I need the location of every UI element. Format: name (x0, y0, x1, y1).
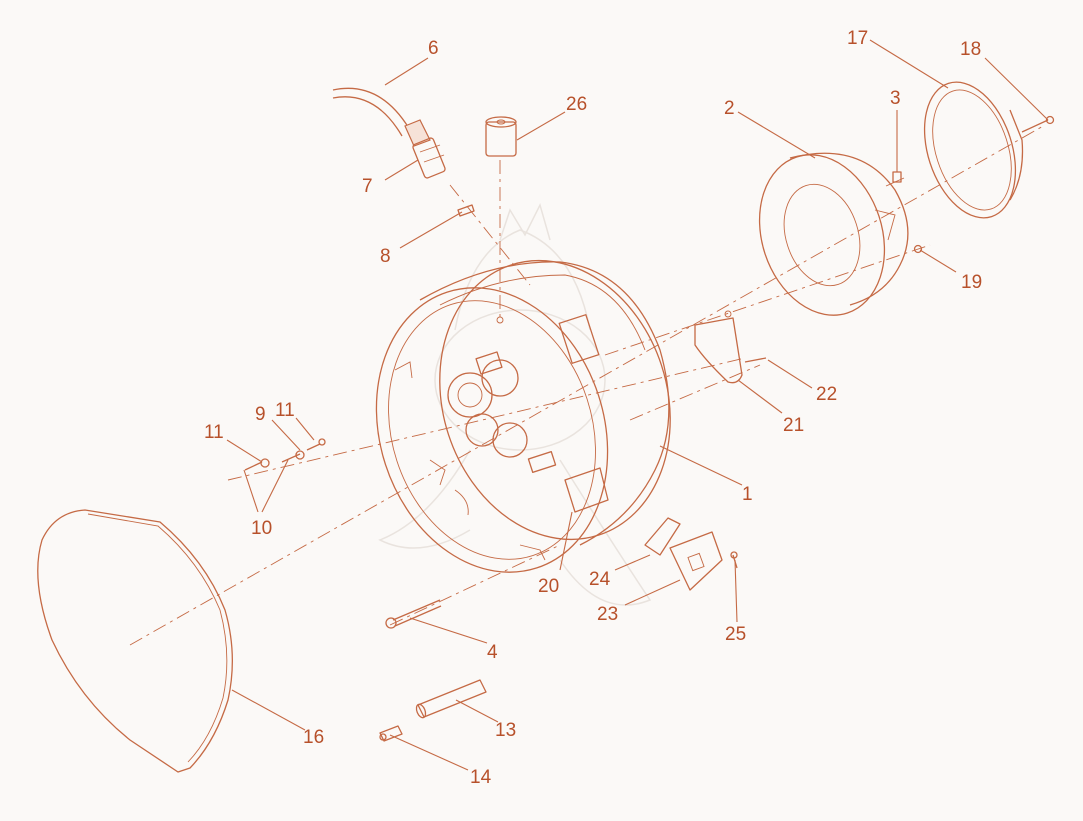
callout-10: 10 (251, 518, 272, 539)
callout-17: 17 (847, 28, 868, 49)
assembly-axes (129, 124, 1046, 646)
part-6-hose (332, 87, 431, 147)
callout-18: 18 (960, 39, 981, 60)
part-7-fitting (412, 137, 446, 179)
callout-19: 19 (961, 272, 982, 293)
part-24-plate (644, 517, 681, 556)
callout-9: 9 (255, 404, 266, 425)
part-9-11-hardware (244, 438, 326, 471)
part-14-pin (379, 725, 403, 742)
part-20-insert (564, 467, 609, 513)
part-4-bolt (385, 599, 442, 629)
callout-8: 8 (380, 246, 391, 267)
part-26-knob (485, 116, 517, 157)
part-8-clip (457, 204, 475, 217)
callout-22: 22 (816, 384, 837, 405)
part-13-tube (415, 679, 487, 719)
callout-3: 3 (890, 88, 901, 109)
part-17-back-ring (923, 81, 1024, 219)
part-16-front-cover (37, 509, 233, 773)
callout-2: 2 (724, 98, 735, 119)
callout-11-right: 11 (275, 400, 295, 421)
part-25-screw (730, 551, 738, 569)
callout-14: 14 (470, 767, 492, 788)
part-21-bracket (694, 310, 743, 384)
callout-24: 24 (589, 569, 611, 590)
part-3-screw (885, 171, 905, 187)
part-23-latch (669, 531, 723, 591)
callout-25: 25 (725, 624, 746, 645)
callout-11-left: 11 (204, 422, 224, 443)
callout-23: 23 (597, 604, 618, 625)
callout-4: 4 (487, 642, 498, 663)
callout-6: 6 (428, 38, 439, 59)
part-19-washer (913, 244, 923, 254)
part-2-rear-cover (758, 152, 909, 316)
part-18-screw (1021, 115, 1055, 133)
callout-16: 16 (303, 727, 324, 748)
callout-1: 1 (742, 484, 753, 505)
callout-20: 20 (538, 576, 559, 597)
callout-21: 21 (783, 415, 804, 436)
part-1-drum-housing (375, 259, 671, 573)
part-22-screw (744, 357, 767, 363)
leader-lines (226, 39, 1049, 771)
callout-26: 26 (566, 94, 587, 115)
callout-7: 7 (362, 176, 373, 197)
callout-13: 13 (495, 720, 516, 741)
callout-labels: 1 2 3 4 6 7 8 9 10 11 11 13 14 16 17 18 … (204, 28, 982, 788)
